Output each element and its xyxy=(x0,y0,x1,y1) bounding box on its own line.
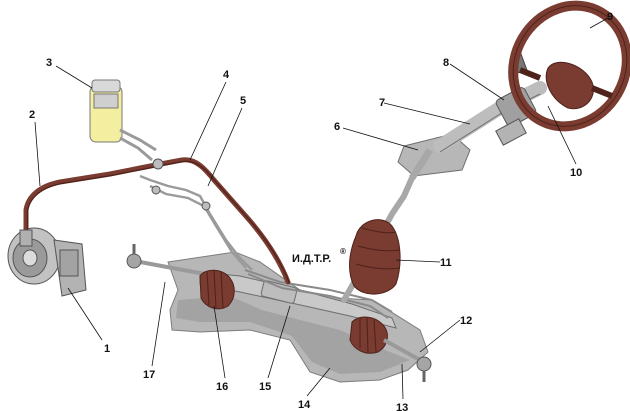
callout-6: 6 xyxy=(334,121,340,133)
power-steering-pump xyxy=(7,227,87,297)
tie-rod-end-right xyxy=(416,356,432,372)
boot-right-ribs xyxy=(359,317,377,353)
callout-11: 11 xyxy=(440,257,452,269)
tie-rod-right xyxy=(383,338,421,362)
callout-12: 12 xyxy=(460,315,472,327)
callout-7: 7 xyxy=(379,97,385,109)
boot-left-ribs xyxy=(206,269,224,309)
callout-13: 13 xyxy=(396,402,408,411)
line-clip-c xyxy=(201,201,211,211)
wheel-spoke xyxy=(518,67,614,99)
tie-rod-left xyxy=(139,260,206,276)
callout-17: 17 xyxy=(143,369,155,381)
callout-4: 4 xyxy=(223,69,230,81)
callout-5: 5 xyxy=(240,95,246,107)
crossmember-shade xyxy=(176,296,410,374)
callout-14: 14 xyxy=(298,399,311,411)
steering-wheel xyxy=(508,0,630,132)
line-clip-b xyxy=(151,185,161,195)
callout-9: 9 xyxy=(607,11,613,23)
lower-column xyxy=(409,148,433,180)
callout-3: 3 xyxy=(46,57,52,69)
callout-16: 16 xyxy=(216,381,228,393)
callout-2: 2 xyxy=(29,109,35,121)
rack-lines xyxy=(244,269,393,319)
watermark-mark: ® xyxy=(340,247,346,256)
fluid-reservoir xyxy=(89,79,157,162)
shaft-boot xyxy=(349,219,401,295)
line-clip-a xyxy=(152,158,164,170)
pressure-hose-shadow xyxy=(26,160,291,284)
tie-rod-end-left xyxy=(126,253,142,269)
callout-1: 1 xyxy=(104,343,110,355)
leader-lines xyxy=(34,17,609,400)
callout-15: 15 xyxy=(259,381,271,393)
wheel-hub xyxy=(545,61,594,110)
watermark: И.Д.Т.Р. xyxy=(292,253,331,265)
callout-10: 10 xyxy=(570,167,582,179)
callout-8: 8 xyxy=(443,57,449,69)
hose-fitting-pump xyxy=(19,229,33,247)
rack-valve-body xyxy=(260,280,298,304)
shaft-boot-ribs xyxy=(355,227,401,270)
